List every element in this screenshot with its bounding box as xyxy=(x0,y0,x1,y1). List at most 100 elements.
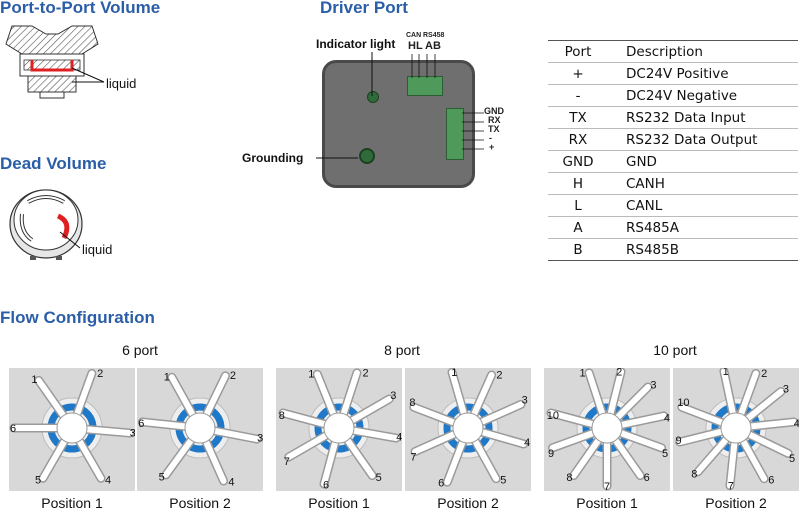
port-number-label: 8 xyxy=(409,397,415,409)
rotor-hub xyxy=(184,412,216,444)
port-table-header: Port Description xyxy=(548,40,798,63)
port-number-label: 6 xyxy=(438,478,444,490)
port-to-port-diagram xyxy=(5,25,99,99)
grounding-label: Grounding xyxy=(242,151,304,165)
port-cell: B xyxy=(548,238,608,261)
caption-8port-pos1: Position 1 xyxy=(308,495,370,511)
description-cell: DC24V Positive xyxy=(608,62,798,85)
valve-8port-position2: 1 2 3 4 5 6 7 8 xyxy=(405,368,531,491)
description-cell: CANL xyxy=(608,194,798,217)
port-cell: H xyxy=(548,172,608,195)
port-number-label: 7 xyxy=(728,481,734,491)
port-number-label: 5 xyxy=(159,471,165,483)
port-number-label: 6 xyxy=(10,423,16,435)
description-cell: CANH xyxy=(608,172,798,195)
port-number-label: 5 xyxy=(376,472,382,484)
description-cell: RS485A xyxy=(608,216,798,239)
port-to-port-liquid-label: liquid xyxy=(106,76,137,91)
connector-rs-label: RS458 xyxy=(423,32,445,39)
description-cell: RS232 Data Output xyxy=(608,128,798,151)
port-number-label: 6 xyxy=(768,475,774,487)
port-number-label: 3 xyxy=(390,390,396,402)
port-number-label: 4 xyxy=(396,432,402,444)
port-number-label: 4 xyxy=(664,413,670,425)
port-number-label: 2 xyxy=(496,369,502,381)
liquid-pointer xyxy=(71,67,105,83)
side-connector xyxy=(446,108,464,160)
flow-group-label-8: 8 port xyxy=(384,342,420,358)
port-cell: RX xyxy=(548,128,608,151)
port-to-port-title: Port-to-Port Volume xyxy=(0,0,161,17)
port-number-label: 5 xyxy=(789,453,795,465)
dead-volume-pointer xyxy=(59,231,81,249)
port-number-label: 4 xyxy=(105,474,111,486)
flow-group-label-10: 10 port xyxy=(653,342,697,358)
grounding-screw xyxy=(359,148,375,164)
indicator-light-label: Indicator light xyxy=(316,37,396,51)
description-cell: DC24V Negative xyxy=(608,84,798,107)
port-number-label: 1 xyxy=(164,371,170,383)
dead-volume-diagram xyxy=(9,189,83,260)
port-number-label: 2 xyxy=(761,368,767,380)
pin-a: A xyxy=(425,40,433,52)
pin-b: B xyxy=(433,40,441,52)
caption-10port-pos1: Position 1 xyxy=(576,495,638,511)
description-header: Description xyxy=(608,40,798,63)
port-number-label: 2 xyxy=(230,370,236,382)
flow-channel-ring xyxy=(443,403,493,453)
description-cell: RS232 Data Input xyxy=(608,106,798,129)
description-cell: GND xyxy=(608,150,798,173)
pin-tx: TX xyxy=(488,124,500,134)
pin-l: L xyxy=(416,40,423,52)
port-number-label: 7 xyxy=(410,451,416,463)
pin-h: H xyxy=(408,40,416,52)
port-number-label: 4 xyxy=(794,418,799,430)
rotor-hub xyxy=(56,412,88,444)
port-cell: A xyxy=(548,216,608,239)
port-number-label: 3 xyxy=(257,433,263,445)
flow-configuration-title: Flow Configuration xyxy=(0,308,155,327)
port-number-label: 6 xyxy=(138,418,144,430)
indicator-light xyxy=(367,91,379,103)
port-number-label: 5 xyxy=(500,475,506,487)
table-row: +DC24V Positive xyxy=(548,62,798,85)
dead-volume-liquid-label: liquid xyxy=(82,242,113,257)
valve-rotor-drawing: 1 2 3 4 5 6 7 8 xyxy=(409,368,530,490)
port-number-label: 10 xyxy=(547,410,559,422)
pin-minus: - xyxy=(489,133,492,143)
port-cell: - xyxy=(548,84,608,107)
port-number-label: 3 xyxy=(783,384,789,396)
port-number-label: 2 xyxy=(362,368,368,379)
port-cell: TX xyxy=(548,106,608,129)
port-number-label: 8 xyxy=(279,410,285,422)
port-cell: L xyxy=(548,194,608,217)
port-number-label: 3 xyxy=(650,380,656,392)
pin-gnd: GND xyxy=(484,106,504,116)
port-number-label: 1 xyxy=(580,368,586,379)
caption-6port-pos1: Position 1 xyxy=(41,495,103,511)
port-number-label: 1 xyxy=(451,368,457,379)
rotor-hub xyxy=(591,412,623,444)
port-number-label: 9 xyxy=(548,448,554,460)
top-connector xyxy=(407,76,443,96)
port-number-label: 4 xyxy=(524,437,530,449)
port-number-label: 9 xyxy=(675,435,681,447)
caption-6port-pos2: Position 2 xyxy=(169,495,231,511)
port-number-label: 3 xyxy=(522,395,528,407)
port-number-label: 6 xyxy=(323,479,329,491)
port-number-label: 7 xyxy=(604,481,610,491)
port-number-label: 3 xyxy=(130,427,135,439)
caption-8port-pos2: Position 2 xyxy=(437,495,499,511)
port-number-label: 1 xyxy=(31,374,37,386)
